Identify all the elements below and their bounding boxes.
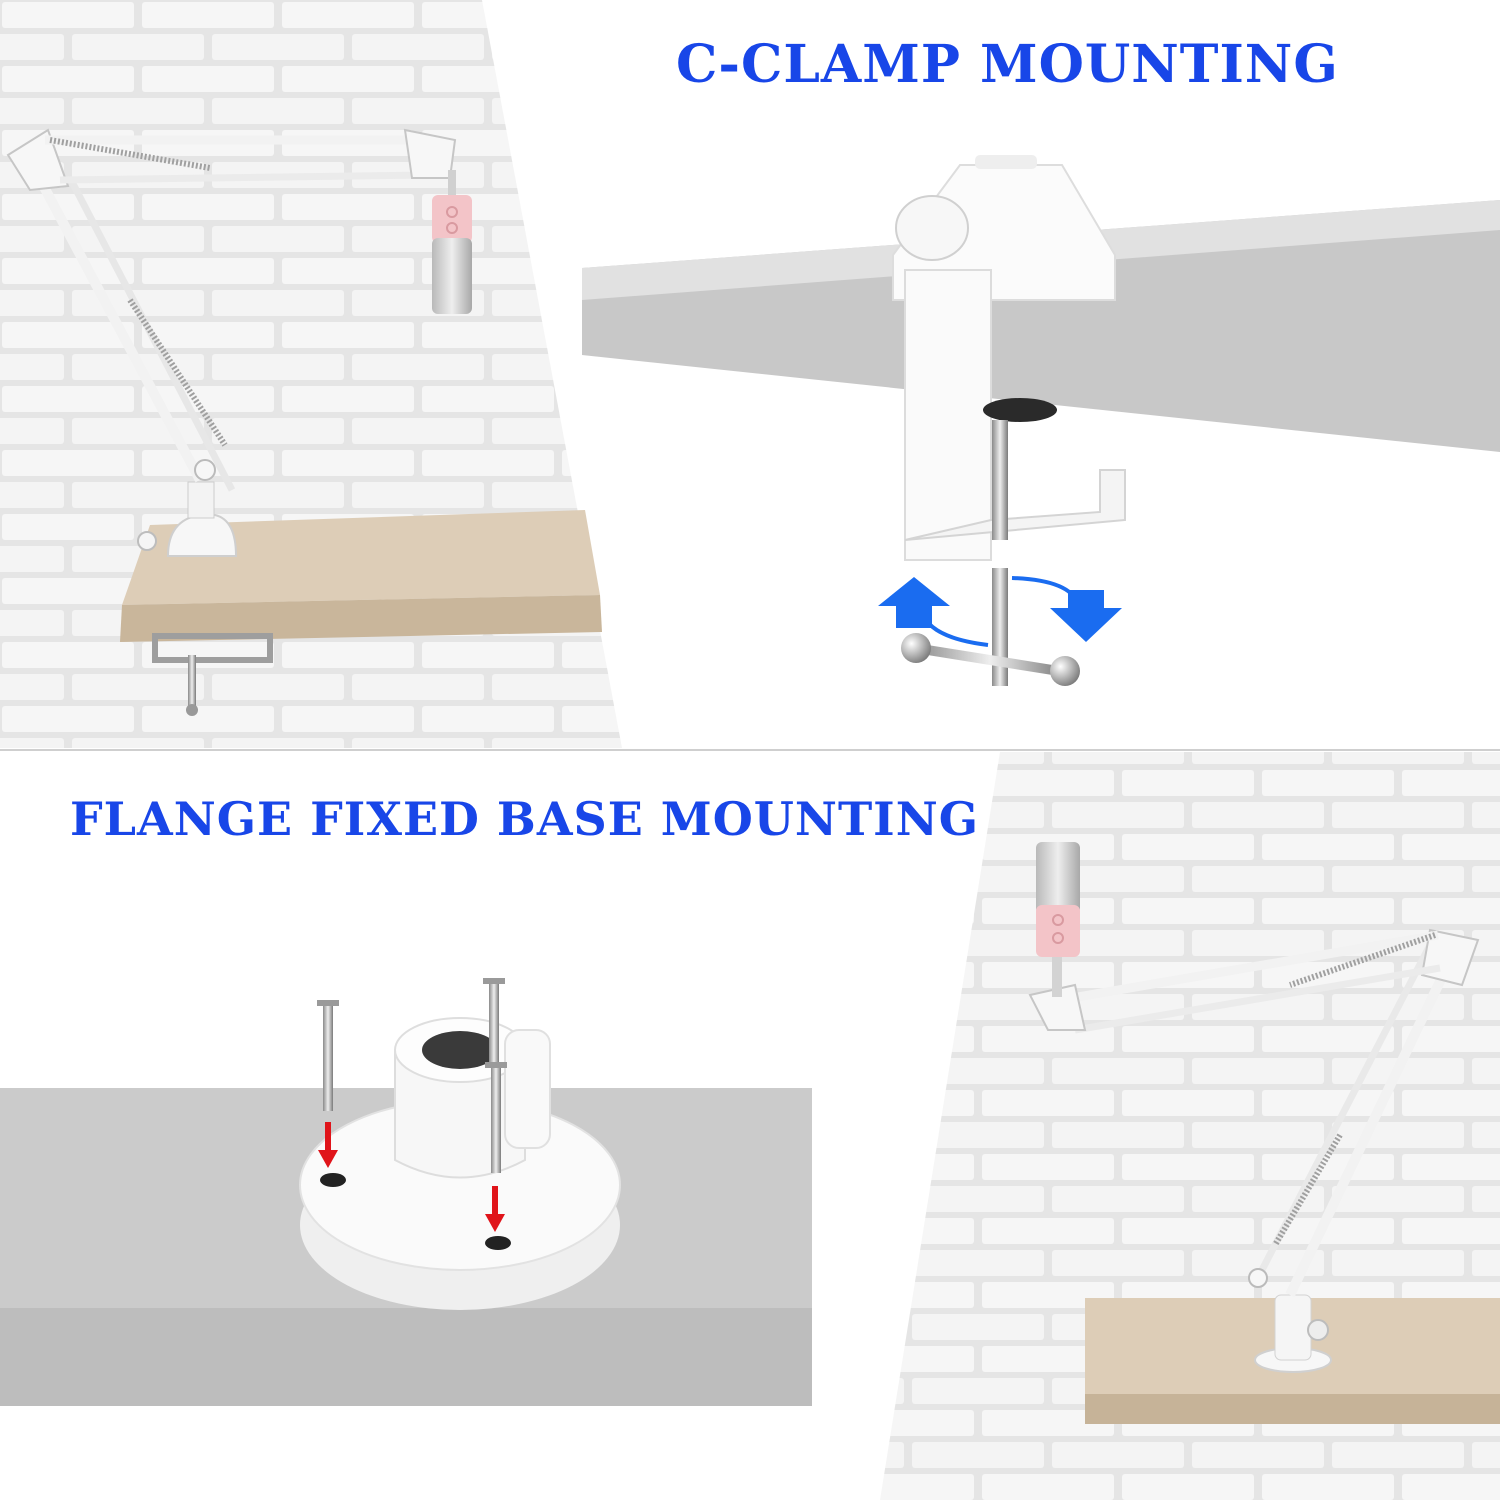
wood-shelf-edge	[1085, 1394, 1500, 1424]
upper-arm2-rod-b	[1074, 964, 1441, 1034]
lower-arm-rod-b	[66, 176, 236, 492]
upper-arm2-rod-a	[1059, 930, 1439, 1005]
clamp-lower-jaw	[904, 469, 1126, 541]
handle-ball-left	[901, 633, 931, 663]
arm-flange-neck	[1274, 1294, 1312, 1361]
arm-base	[166, 514, 238, 557]
clamp-pressure-pad	[983, 398, 1057, 422]
screw-hole-left	[320, 1173, 346, 1187]
upper-arm2-spring	[1289, 932, 1436, 988]
desk-clamp-knob	[186, 704, 198, 716]
pink-microphone-top	[432, 195, 472, 314]
c-clamp-mounting-heading: C-CLAMP MOUNTING	[676, 34, 1339, 95]
clamp-screw-lower	[992, 568, 1008, 686]
lower-joint2	[1248, 1268, 1268, 1288]
screw-down-arrow-right	[485, 1186, 505, 1232]
base-knob	[137, 531, 157, 551]
screw-middle	[483, 978, 505, 1064]
flange-socket-hole	[422, 1031, 498, 1069]
lower-joint	[194, 459, 216, 481]
wood-desk-top	[122, 510, 600, 605]
handle-ball-right	[1050, 656, 1080, 686]
clamp-screw-upper	[992, 420, 1008, 540]
flange-base-mounting-heading: FLANGE FIXED BASE MOUNTING	[70, 792, 980, 846]
flange-side-knob	[504, 1029, 551, 1149]
screw-hole-right	[485, 1236, 511, 1250]
upper-elbow-joint	[6, 128, 70, 192]
boom-arm-flange-scene	[880, 752, 1500, 1500]
c-clamp-detail	[582, 155, 1500, 686]
base-post	[187, 481, 215, 519]
desk-clamp-bracket	[152, 633, 273, 663]
lower-arm-rod-a	[30, 167, 205, 483]
mic-mount-post	[448, 170, 456, 200]
boom-arm-clamp-scene	[0, 0, 622, 748]
desk-clamp-screw	[188, 655, 196, 710]
screw-right	[485, 1062, 507, 1173]
clamp-t-handle	[914, 643, 1066, 677]
screw-down-arrow-left	[318, 1122, 338, 1168]
lower-arm2-rod-b	[1258, 943, 1434, 1272]
rotate-right-icon	[1011, 576, 1122, 642]
pink-microphone-bottom	[1036, 842, 1080, 997]
lower-arm2-rod-a	[1285, 947, 1460, 1298]
upper-arm-spring	[49, 137, 211, 171]
clamp-vertical-bar	[904, 269, 992, 561]
arm-flange-knob	[1307, 1319, 1329, 1341]
lower-arm-spring	[127, 298, 228, 447]
wood-desk-edge	[120, 595, 602, 642]
clamp-lock-knob	[895, 195, 969, 261]
flange-base-detail	[0, 978, 812, 1406]
gray-shelf-face	[0, 1308, 812, 1406]
upper-arm-rod-b	[59, 171, 431, 184]
clamp-head-cap	[975, 155, 1037, 169]
screw-left	[317, 1000, 339, 1111]
lower-arm2-spring	[1272, 1133, 1343, 1247]
rotate-left-icon	[878, 577, 989, 647]
